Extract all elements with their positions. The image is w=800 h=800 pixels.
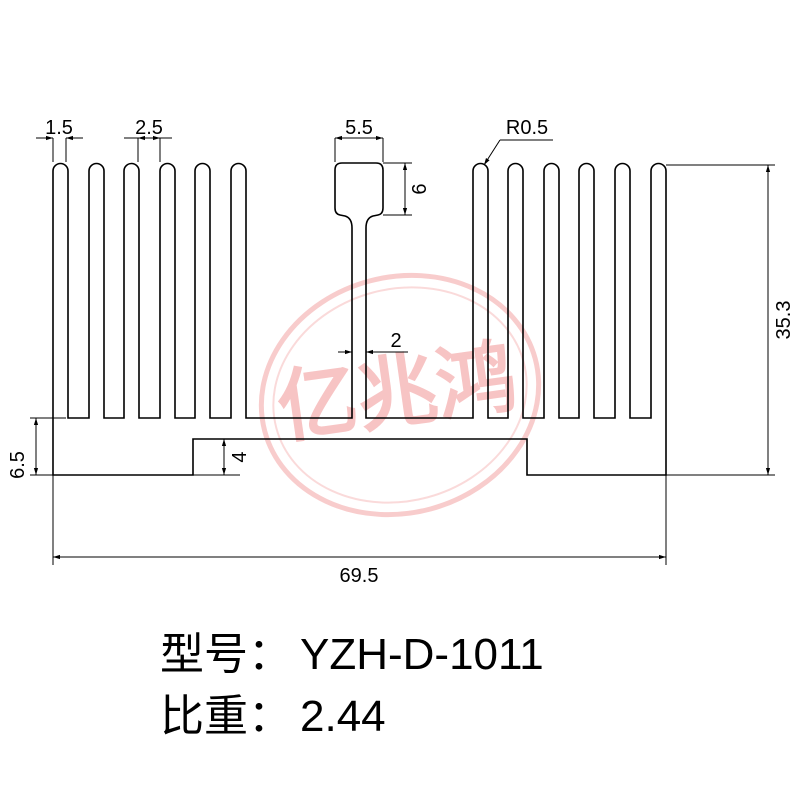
dim-fin-gap: 2.5 [135,117,163,139]
dim-tab-width: 5.5 [345,117,373,139]
dim-fin-thickness: 1.5 [45,117,73,139]
dimension-lines [30,135,775,565]
dim-total-width: 69.5 [340,565,379,587]
dim-total-height: 35.3 [773,301,795,340]
weight-line: 比重：2.44 [160,680,386,744]
model-value: YZH-D-1011 [300,630,544,679]
model-line: 型号：YZH-D-1011 [160,618,544,682]
weight-label: 比重： [160,691,292,742]
dim-tab-height: 6 [409,183,431,194]
dim-base-height: 6.5 [7,451,29,479]
dim-step-height: 4 [229,451,251,462]
dim-stem-width: 2 [390,330,401,352]
heatsink-profile [52,162,667,476]
weight-value: 2.44 [300,692,386,741]
model-label: 型号： [160,629,292,680]
dim-radius: R0.5 [506,117,548,139]
watermark-logo: 亿兆鸿 [258,272,542,518]
